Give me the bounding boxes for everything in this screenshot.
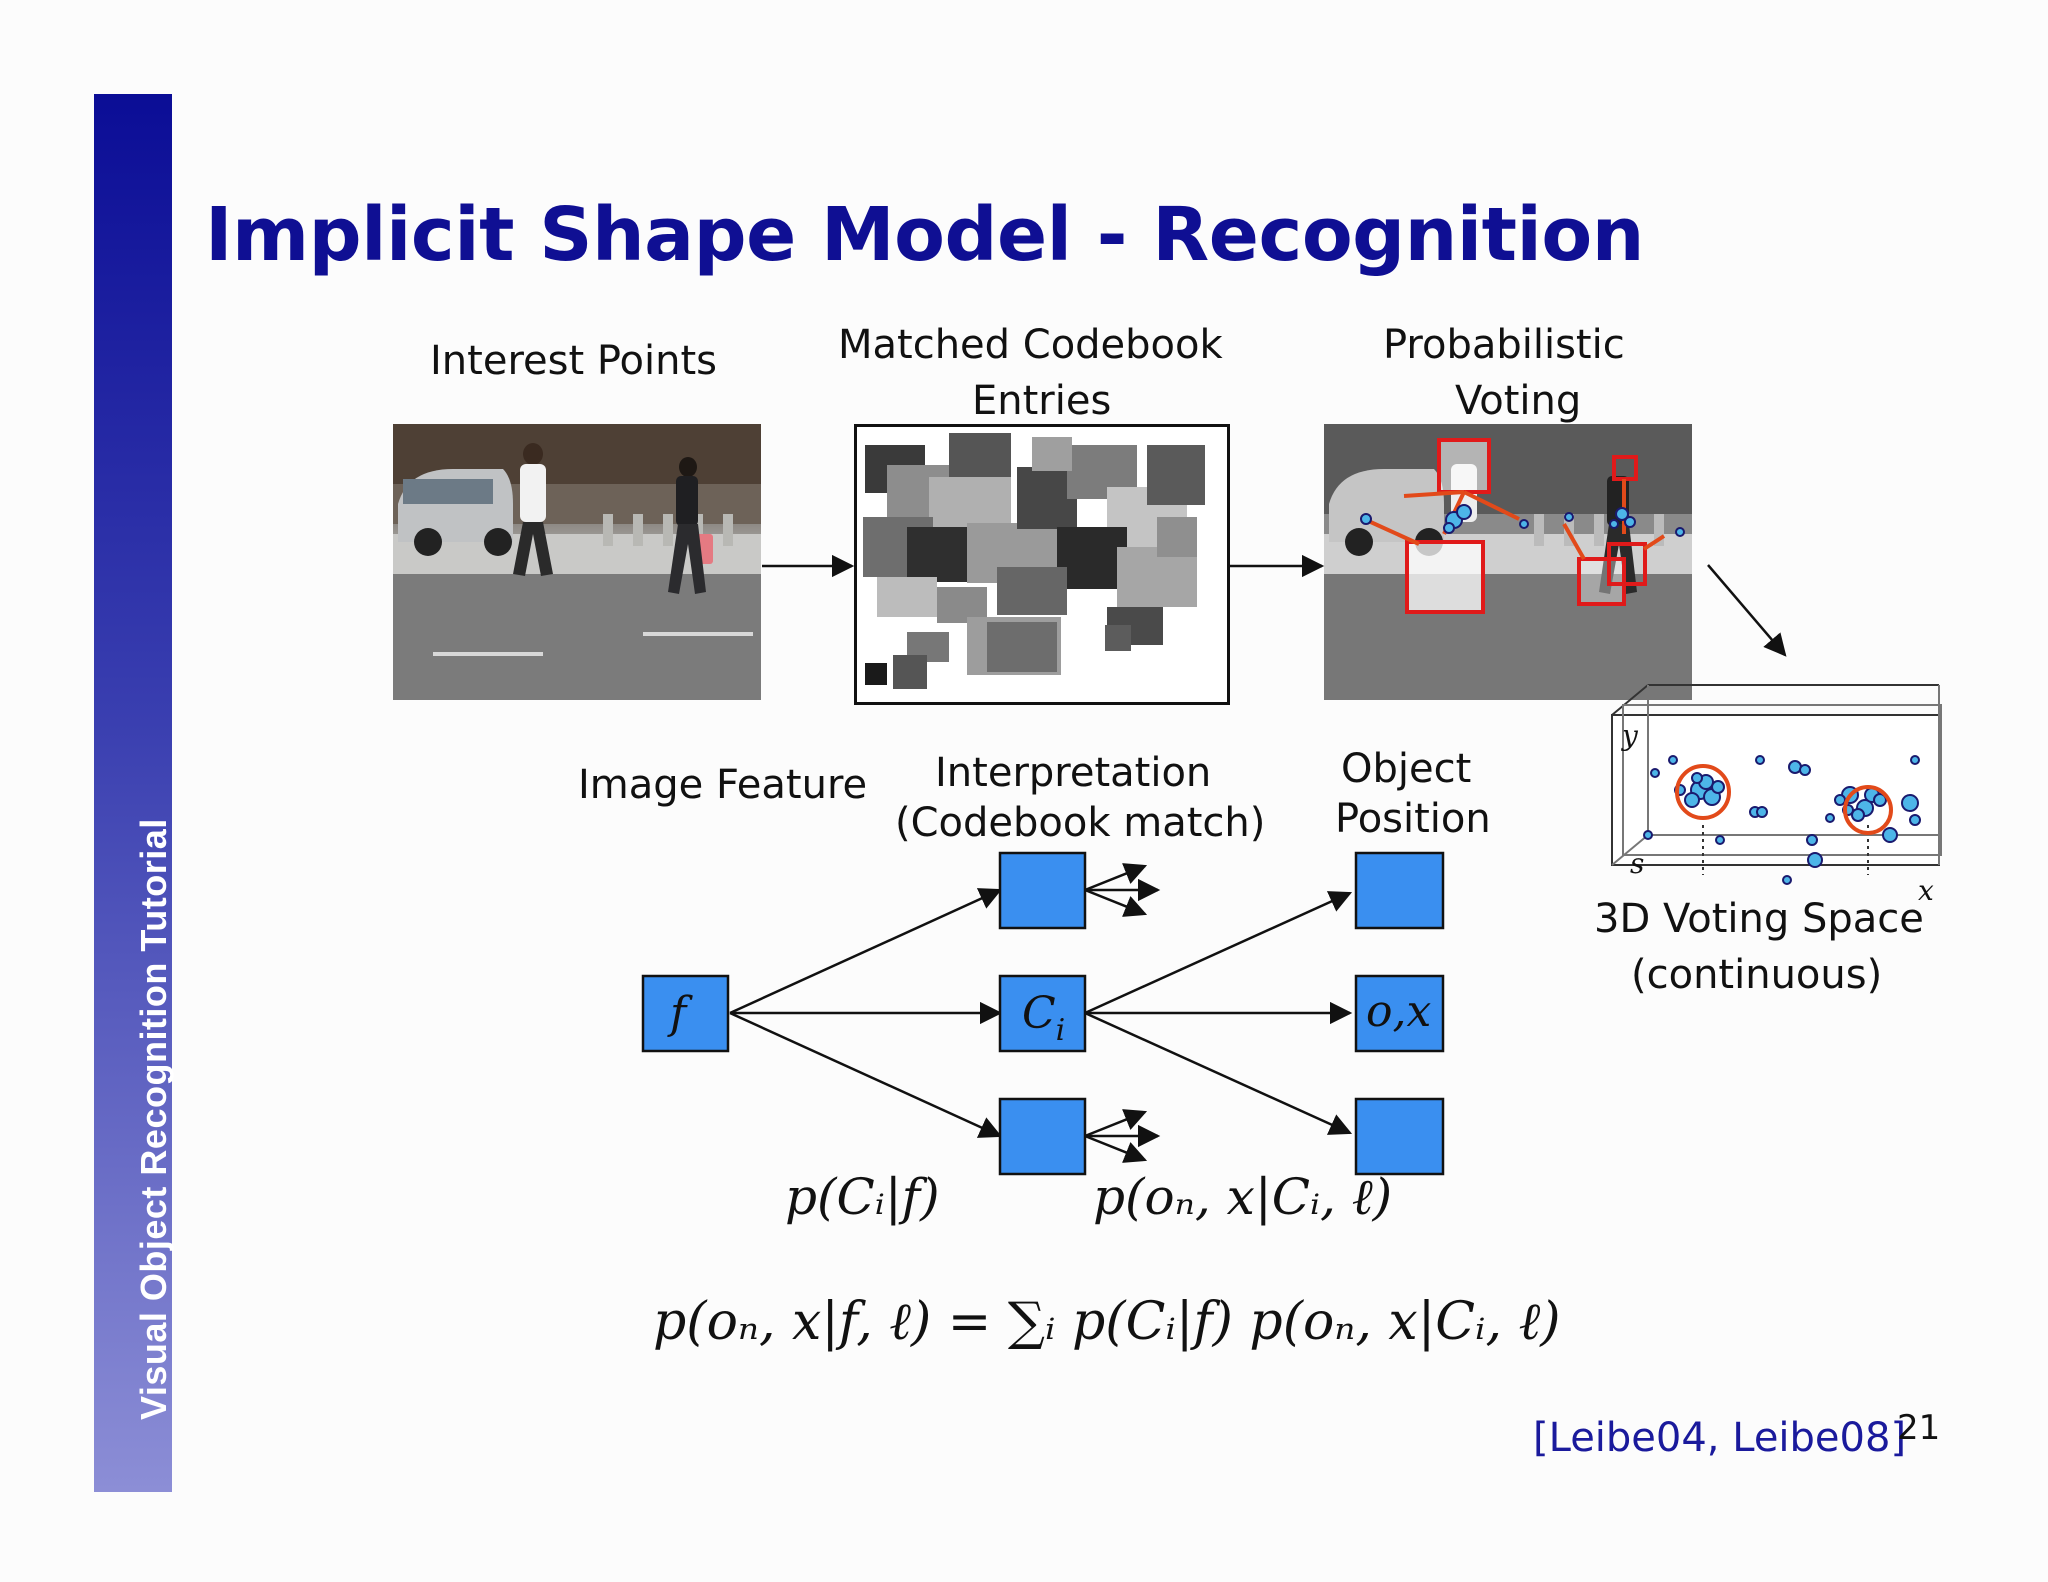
label-interpretation-1: Interpretation [935, 750, 1212, 796]
sidebar-bar [94, 94, 172, 1492]
label-image-feature: Image Feature [578, 762, 868, 808]
node-f [641, 974, 730, 1053]
codebook-entries-panel [854, 424, 1230, 705]
codebook-patches [863, 433, 1205, 689]
node-obj-bottom [1354, 1097, 1445, 1176]
formula-p-o-given-c: p(oₙ, x|Cᵢ, ℓ) [1093, 1168, 1393, 1226]
vote-maxima [1675, 764, 1893, 835]
node-obj-top [1354, 851, 1445, 930]
label-probabilistic-1: Probabilistic [1383, 322, 1625, 368]
arrow-to-voting-space [1707, 564, 1787, 657]
label-voting-space-2: (continuous) [1631, 952, 1883, 998]
voting-photo [1324, 424, 1692, 700]
voting-space-cube [1611, 684, 1942, 875]
axis-x-label: x [1918, 874, 1934, 907]
label-interpretation-2: (Codebook match) [895, 800, 1266, 846]
reference-citation: [Leibe04, Leibe08] [1533, 1415, 1907, 1461]
axis-s-label: s [1630, 847, 1644, 880]
node-c [998, 974, 1087, 1053]
axis-y-label: y [1620, 719, 1639, 752]
formula-main: p(oₙ, x|f, ℓ) = ∑ᵢ p(Cᵢ|f) p(oₙ, x|Cᵢ, ℓ… [653, 1292, 1561, 1352]
node-c-label: Ci [1022, 988, 1065, 1048]
label-object-2: Position [1335, 796, 1491, 842]
page-number: 21 [1897, 1408, 1941, 1448]
formula-p-c-given-f: p(Cᵢ|f) [785, 1168, 940, 1226]
label-voting-space-1: 3D Voting Space [1594, 896, 1924, 942]
slide-title: Implicit Shape Model - Recognition [205, 192, 1644, 278]
vote-points [1643, 755, 1921, 885]
label-matched-codebook-2: Entries [972, 378, 1112, 424]
node-ox [1354, 974, 1445, 1053]
node-interp-top [998, 851, 1087, 930]
label-interest-points: Interest Points [430, 338, 718, 384]
label-matched-codebook-1: Matched Codebook [838, 322, 1223, 368]
street-photo [393, 424, 761, 700]
node-interp-bottom [998, 1097, 1087, 1176]
graph-edges [729, 863, 1353, 1163]
label-probabilistic-2: Voting [1455, 378, 1582, 424]
graph-nodes [641, 851, 1445, 1176]
label-object-1: Object [1341, 746, 1472, 792]
node-ox-label: o,x [1366, 986, 1431, 1037]
